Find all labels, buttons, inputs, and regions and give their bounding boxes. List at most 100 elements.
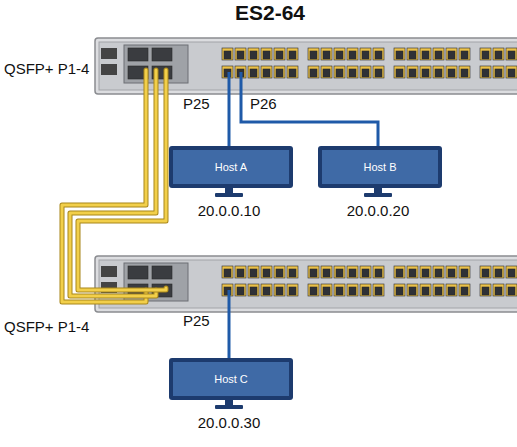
port bbox=[310, 69, 317, 77]
port bbox=[274, 48, 285, 60]
port bbox=[360, 48, 371, 60]
port bbox=[396, 51, 403, 59]
port bbox=[347, 48, 358, 60]
port bbox=[336, 287, 343, 295]
monitor-display: Host C bbox=[173, 362, 289, 396]
port bbox=[448, 287, 455, 295]
port bbox=[237, 287, 244, 295]
port bbox=[461, 51, 468, 59]
port bbox=[287, 48, 298, 60]
qsfp-cables bbox=[62, 70, 166, 302]
monitor-display: Host A bbox=[173, 150, 289, 184]
port bbox=[263, 287, 270, 295]
host-name: Host B bbox=[326, 160, 434, 174]
port bbox=[435, 51, 442, 59]
port bbox=[422, 269, 429, 277]
port bbox=[446, 284, 457, 296]
port bbox=[433, 66, 444, 78]
port bbox=[360, 266, 371, 278]
port bbox=[394, 266, 405, 278]
port bbox=[493, 48, 504, 60]
port bbox=[508, 269, 515, 277]
port bbox=[334, 66, 345, 78]
port bbox=[459, 284, 470, 296]
port bbox=[308, 266, 319, 278]
port bbox=[347, 266, 358, 278]
port bbox=[362, 287, 369, 295]
port bbox=[224, 51, 231, 59]
switch-chassis bbox=[95, 256, 517, 312]
port bbox=[422, 287, 429, 295]
port bbox=[493, 284, 504, 296]
port bbox=[287, 66, 298, 78]
port bbox=[336, 69, 343, 77]
port bbox=[248, 284, 259, 296]
port bbox=[349, 51, 356, 59]
port bbox=[461, 69, 468, 77]
port bbox=[482, 51, 489, 59]
port bbox=[375, 269, 382, 277]
monitor-stand bbox=[209, 400, 249, 410]
port bbox=[506, 66, 517, 78]
port bbox=[495, 269, 502, 277]
port bbox=[375, 51, 382, 59]
port bbox=[261, 48, 272, 60]
port bbox=[222, 266, 233, 278]
port bbox=[375, 287, 382, 295]
port bbox=[128, 266, 148, 279]
port bbox=[373, 266, 384, 278]
diagram-title: ES2-64 bbox=[235, 1, 305, 25]
port bbox=[493, 66, 504, 78]
port bbox=[261, 66, 272, 78]
port-label: P25 bbox=[183, 95, 210, 113]
port bbox=[349, 69, 356, 77]
port bbox=[422, 51, 429, 59]
port bbox=[446, 66, 457, 78]
port bbox=[235, 284, 246, 296]
port bbox=[250, 287, 257, 295]
port bbox=[321, 66, 332, 78]
port bbox=[482, 69, 489, 77]
port bbox=[493, 266, 504, 278]
port bbox=[407, 266, 418, 278]
port bbox=[321, 284, 332, 296]
port bbox=[235, 48, 246, 60]
port-array bbox=[128, 48, 517, 297]
monitor-screen: Host C bbox=[169, 358, 293, 400]
port bbox=[321, 266, 332, 278]
port bbox=[334, 284, 345, 296]
port bbox=[347, 284, 358, 296]
port bbox=[461, 287, 468, 295]
port bbox=[420, 284, 431, 296]
port bbox=[407, 48, 418, 60]
port bbox=[235, 266, 246, 278]
port bbox=[508, 69, 515, 77]
port bbox=[420, 266, 431, 278]
port bbox=[362, 269, 369, 277]
port bbox=[407, 66, 418, 78]
port bbox=[407, 284, 418, 296]
port bbox=[448, 69, 455, 77]
port bbox=[448, 51, 455, 59]
port bbox=[237, 51, 244, 59]
port bbox=[274, 66, 285, 78]
port bbox=[323, 287, 330, 295]
host-name: Host A bbox=[177, 160, 285, 174]
port bbox=[420, 48, 431, 60]
port bbox=[422, 69, 429, 77]
port bbox=[420, 66, 431, 78]
port bbox=[360, 284, 371, 296]
port bbox=[274, 284, 285, 296]
monitor-display: Host B bbox=[322, 150, 438, 184]
port bbox=[461, 269, 468, 277]
port bbox=[349, 287, 356, 295]
host-computer: Host B20.0.0.20 bbox=[318, 146, 438, 220]
port bbox=[435, 69, 442, 77]
port-label: P26 bbox=[250, 95, 277, 113]
port bbox=[289, 287, 296, 295]
ip-address: 20.0.0.10 bbox=[169, 202, 289, 220]
port-label: P25 bbox=[183, 312, 210, 330]
monitor-stand bbox=[209, 188, 249, 198]
port bbox=[508, 51, 515, 59]
port bbox=[506, 284, 517, 296]
